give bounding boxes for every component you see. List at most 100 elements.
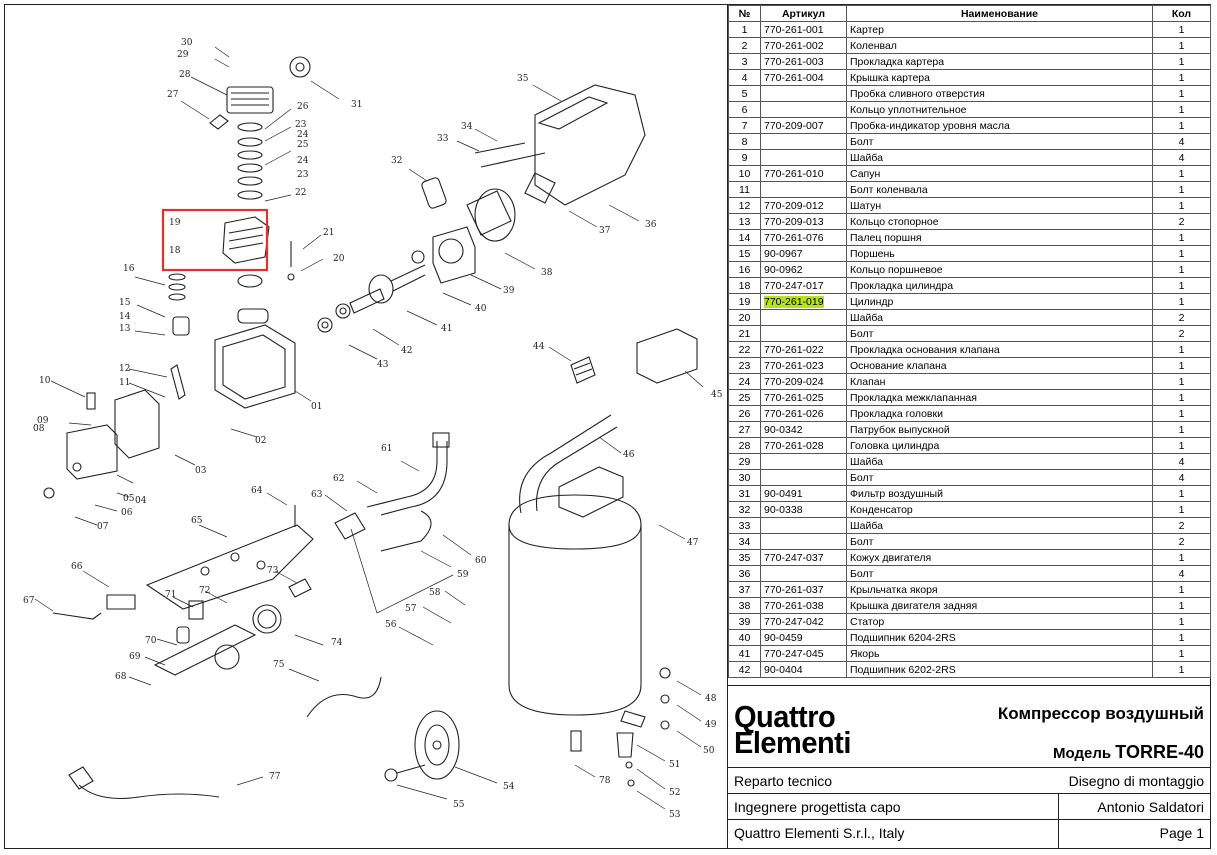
highlight-box (161, 208, 269, 272)
cell-num: 10 (728, 165, 761, 182)
part-label: 53 (669, 810, 681, 820)
title-row-company: Quattro Elementi S.r.l., Italy Page 1 (728, 819, 1210, 848)
part-label: 01 (311, 402, 322, 412)
cell-article (760, 517, 847, 534)
cell-qty: 1 (1152, 37, 1211, 54)
cell-article: 770-261-025 (760, 389, 847, 406)
part-label: 23 (297, 170, 309, 180)
cell-num: 9 (728, 149, 761, 166)
cell-article: 770-261-037 (760, 581, 847, 598)
part-label: 08 (33, 424, 45, 434)
part-label: 21 (323, 228, 334, 238)
cell-article (760, 469, 847, 486)
part-label: 72 (199, 586, 210, 596)
product-title: Компрессор воздушный (997, 704, 1204, 723)
parts-table-header: № Артикул Наименование Кол (728, 5, 1211, 22)
cell-qty: 1 (1152, 485, 1211, 502)
cell-name: Цилиндр (846, 293, 1153, 310)
part-label: 26 (297, 102, 309, 112)
cell-num: 12 (728, 197, 761, 214)
part-label: 24 (297, 130, 309, 140)
cell-qty: 1 (1152, 645, 1211, 662)
part-label: 23 (295, 120, 307, 130)
company-name: Quattro Elementi S.r.l., Italy (734, 825, 905, 841)
cell-num: 39 (728, 613, 761, 630)
cell-num: 3 (728, 53, 761, 70)
cell-num: 36 (728, 565, 761, 582)
rotor (368, 274, 394, 304)
rear-cover (466, 190, 512, 236)
cell-name: Сапун (846, 165, 1153, 182)
model-line: Модель TORRE-40 (1053, 742, 1204, 763)
cell-name: Болт коленвала (846, 181, 1153, 198)
part-label: 70 (145, 636, 157, 646)
cell-qty: 1 (1152, 197, 1211, 214)
cell-article (760, 533, 847, 550)
cell-article: 90-0962 (760, 261, 847, 278)
doc-type: Disegno di montaggio (1068, 773, 1204, 789)
cell-article: 770-261-026 (760, 405, 847, 422)
part-label: 77 (269, 772, 281, 782)
cell-num: 7 (728, 117, 761, 134)
cell-article (760, 101, 847, 118)
cell-name: Крыльчатка якоря (846, 581, 1153, 598)
cell-name: Шайба (846, 309, 1153, 326)
piston (172, 316, 190, 336)
cell-qty: 1 (1152, 181, 1211, 198)
cell-article (760, 133, 847, 150)
cell-qty: 1 (1152, 549, 1211, 566)
cell-name: Болт (846, 325, 1153, 342)
header-name: Наименование (846, 5, 1153, 22)
part-label: 35 (517, 74, 529, 84)
cell-num: 6 (728, 101, 761, 118)
cell-qty: 1 (1152, 437, 1211, 454)
handle (519, 414, 612, 514)
cell-name: Пробка сливного отверстия (846, 85, 1153, 102)
company-logo: Quattro Elementi (734, 702, 851, 759)
cell-num: 40 (728, 629, 761, 646)
part-label: 27 (167, 90, 179, 100)
cell-num: 24 (728, 373, 761, 390)
leader-lines (34, 46, 704, 810)
cell-article: 770-261-019 (760, 293, 847, 310)
cell-name: Прокладка цилиндра (846, 277, 1153, 294)
cell-article: 770-261-022 (760, 341, 847, 358)
part-label: 57 (405, 604, 417, 614)
part-label: 51 (669, 760, 680, 770)
cell-qty: 1 (1152, 501, 1211, 518)
engineer-name: Antonio Saldatori (1097, 799, 1204, 815)
part-label: 36 (645, 220, 657, 230)
outlet-pipe (209, 114, 229, 130)
capacitor (421, 177, 447, 209)
cell-article: 770-247-042 (760, 613, 847, 630)
cell-article: 770-209-024 (760, 373, 847, 390)
cell-qty: 1 (1152, 629, 1211, 646)
cell-article (760, 565, 847, 582)
cell-qty: 1 (1152, 85, 1211, 102)
manifold (153, 624, 257, 676)
cell-qty: 4 (1152, 149, 1211, 166)
page-number: Page 1 (1159, 825, 1204, 841)
part-label: 58 (429, 588, 441, 598)
cell-num: 15 (728, 245, 761, 262)
cell-article (760, 325, 847, 342)
drain-valve (570, 730, 582, 752)
cell-num: 2 (728, 37, 761, 54)
